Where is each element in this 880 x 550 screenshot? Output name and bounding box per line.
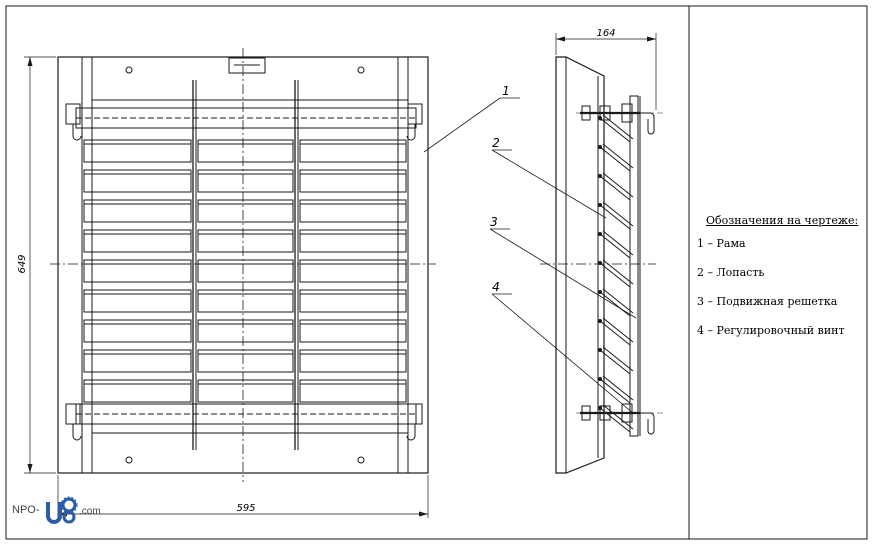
side-blade-pivot (598, 232, 602, 236)
side-blade-pivot (598, 145, 602, 149)
callout-1: 1 (502, 84, 510, 98)
dim-height-label: 649 (17, 254, 28, 273)
top-plate (228, 57, 266, 74)
blade (83, 229, 192, 253)
blade (197, 349, 294, 373)
blade (197, 199, 294, 223)
legend-item-frame: 1 – Рама (697, 237, 746, 250)
screw-top-right (406, 103, 423, 141)
side-blade (599, 317, 634, 346)
side-blade (599, 230, 634, 259)
dim-arrows (27, 36, 656, 517)
blade (83, 259, 192, 283)
blade (197, 259, 294, 283)
blade (83, 319, 192, 343)
blade (83, 289, 192, 313)
legend-item-blade: 2 – Лопасть (697, 266, 765, 279)
side-blade-pivot (598, 319, 602, 323)
screw-top-left (65, 103, 82, 141)
blade (299, 319, 407, 343)
logo[interactable]: NPO- .com (8, 496, 108, 526)
side-screw-top (580, 103, 655, 135)
screw-bottom-left (65, 403, 82, 441)
blade (83, 199, 192, 223)
side-blade-group (598, 114, 634, 433)
blade (83, 169, 192, 193)
blade (299, 139, 407, 163)
hole-top-left (125, 66, 133, 74)
callout-4: 4 (492, 280, 500, 294)
hole-bottom-right (357, 456, 365, 464)
side-blade (599, 114, 634, 143)
hole-bottom-left (125, 456, 133, 464)
side-blade-pivot (598, 348, 602, 352)
side-screw-bottom (580, 403, 655, 435)
blade (83, 349, 192, 373)
leader-3 (489, 228, 637, 319)
blade (299, 379, 407, 403)
blade (197, 379, 294, 403)
blade (299, 289, 407, 313)
side-blade (599, 172, 634, 201)
sheet-border (5, 5, 868, 540)
hole-top-right (357, 66, 365, 74)
dim-depth-label: 164 (596, 28, 615, 39)
blade (83, 139, 192, 163)
legend-item-adjusting-screw: 4 – Регулировочный винт (697, 324, 845, 337)
blade (197, 169, 294, 193)
leader-2 (491, 149, 607, 219)
leader-1 (423, 97, 501, 153)
side-blade-pivot (598, 290, 602, 294)
leader-4 (491, 293, 635, 415)
side-blade-pivot (598, 203, 602, 207)
blade (299, 259, 407, 283)
logo-gear-icon (46, 496, 78, 524)
legend-title: Обозначения на чертеже: (706, 214, 859, 227)
side-view (489, 33, 666, 474)
side-blade (599, 375, 634, 404)
blade (299, 199, 407, 223)
frame-inner (91, 99, 409, 434)
dim-width-label: 595 (236, 503, 255, 514)
side-blade-pivot (598, 174, 602, 178)
legend-item-movable-grid: 3 – Подвижная решетка (697, 295, 838, 308)
screw-bottom-right (406, 403, 423, 441)
blade (197, 139, 294, 163)
blade (197, 289, 294, 313)
side-blade (599, 346, 634, 375)
blade (299, 169, 407, 193)
blade-group (83, 139, 407, 403)
legend-panel: Обозначения на чертеже: 1 – Рама 2 – Лоп… (691, 6, 867, 539)
side-blade (599, 288, 634, 317)
side-frame (555, 56, 605, 474)
logo-suffix: .com (79, 506, 101, 517)
logo-prefix: NPO- (12, 504, 40, 516)
front-view (24, 48, 520, 518)
side-blade (599, 143, 634, 172)
callout-3: 3 (490, 215, 498, 229)
blade (197, 319, 294, 343)
blade (83, 379, 192, 403)
blade (197, 229, 294, 253)
blade (299, 349, 407, 373)
side-blade-pivot (598, 377, 602, 381)
side-blade (599, 201, 634, 230)
callout-2: 2 (492, 136, 500, 150)
blade (299, 229, 407, 253)
side-movable-grid (629, 95, 639, 437)
